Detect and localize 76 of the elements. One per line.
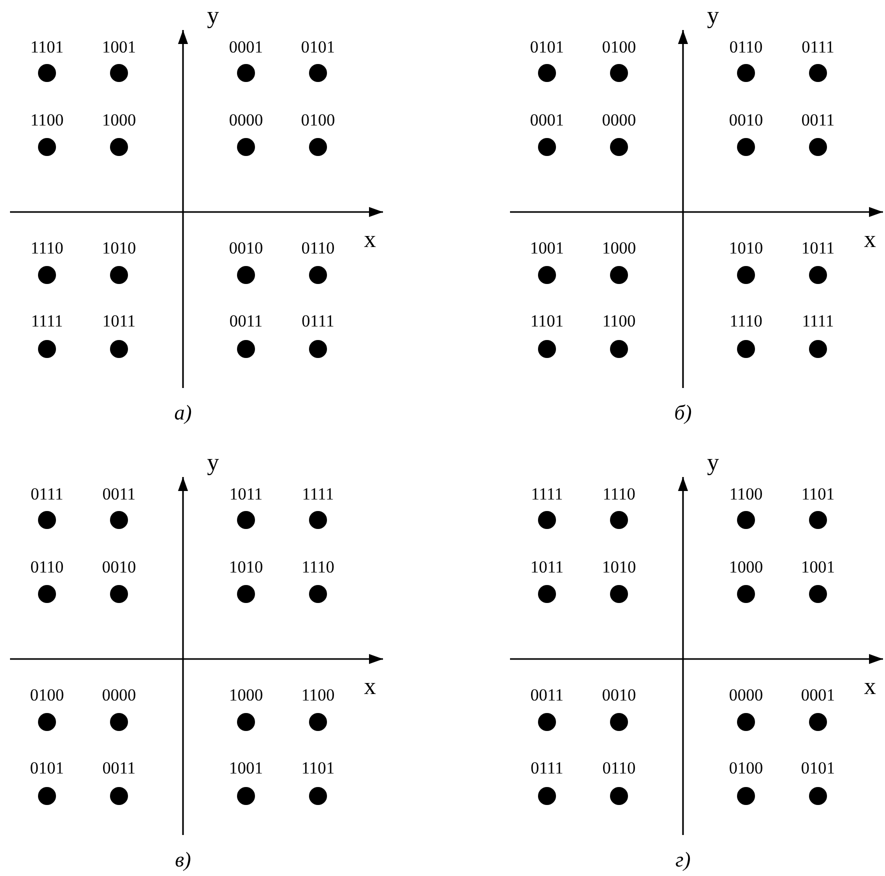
bit-code: 1110 <box>30 240 64 256</box>
panel-caption: б) <box>674 402 692 424</box>
bit-code: 0111 <box>802 38 834 56</box>
bit-code: 1011 <box>229 486 263 502</box>
panel-caption: г) <box>675 850 691 870</box>
bit-code: 0100 <box>602 38 636 56</box>
bit-code: 1001 <box>102 38 136 56</box>
bit-code: 1100 <box>602 312 636 330</box>
bit-code: 0010 <box>729 112 763 128</box>
bit-code: 1111 <box>30 312 64 330</box>
bit-code: 0011 <box>801 112 835 128</box>
bit-code: 1111 <box>302 486 334 502</box>
axis-label: y <box>207 4 219 28</box>
bit-code: 1011 <box>102 312 136 330</box>
bit-code: 1110 <box>602 486 636 502</box>
bit-code: 1011 <box>530 558 564 576</box>
bit-code: 0110 <box>30 558 64 576</box>
bit-code: 1100 <box>729 486 763 502</box>
axis-label: x <box>864 228 876 252</box>
bit-code: 0111 <box>30 486 64 502</box>
bit-code: 0101 <box>530 38 564 56</box>
bit-code: 1111 <box>530 486 564 502</box>
bit-code: 1001 <box>801 558 835 576</box>
bit-code: 1001 <box>229 760 263 776</box>
bit-code: 1011 <box>801 240 835 256</box>
bit-code: 1000 <box>729 558 763 576</box>
bit-code: 0100 <box>30 686 64 704</box>
bit-code: 0010 <box>602 686 636 704</box>
bit-code: 0011 <box>102 486 136 502</box>
bit-code: 1110 <box>730 312 762 330</box>
bit-code: 1010 <box>102 240 136 256</box>
bit-code: 1000 <box>602 240 636 256</box>
bit-code: 0100 <box>301 112 335 128</box>
bit-code: 0110 <box>301 240 335 256</box>
bit-code: 0111 <box>530 760 564 776</box>
bit-code: 1000 <box>229 686 263 704</box>
bit-code: 0101 <box>301 38 335 56</box>
panel-caption: в) <box>174 850 192 870</box>
bit-code: 1010 <box>729 240 763 256</box>
bit-code: 1000 <box>102 112 136 128</box>
bit-code: 0011 <box>102 760 136 776</box>
bit-code: 0000 <box>229 112 263 128</box>
bit-code: 0011 <box>229 312 263 330</box>
bit-code: 1010 <box>229 558 263 576</box>
bit-code: 1110 <box>302 558 334 576</box>
bit-code: 1101 <box>30 38 64 56</box>
axis-label: x <box>864 675 876 699</box>
bit-code: 0111 <box>302 312 334 330</box>
bit-code: 0000 <box>602 112 636 128</box>
bit-code: 0001 <box>801 686 835 704</box>
bit-code: 1100 <box>301 686 335 704</box>
bit-code: 0010 <box>229 240 263 256</box>
bit-code: 0100 <box>729 760 763 776</box>
bit-code: 1010 <box>602 558 636 576</box>
bit-code: 0110 <box>729 38 763 56</box>
bit-code: 1101 <box>530 312 564 330</box>
bit-code: 1111 <box>802 312 834 330</box>
bit-code: 0110 <box>602 760 636 776</box>
bit-code: 0000 <box>102 686 136 704</box>
bit-code: 0010 <box>102 558 136 576</box>
bit-code: 1101 <box>301 760 335 776</box>
bit-code: 1100 <box>30 112 64 128</box>
axis-label: y <box>207 451 219 475</box>
bit-code: 0000 <box>729 686 763 704</box>
axis-label: x <box>364 675 376 699</box>
bit-code: 0101 <box>30 760 64 776</box>
axis-label: x <box>364 228 376 252</box>
axis-label: y <box>707 4 719 28</box>
bit-code: 0011 <box>530 686 564 704</box>
bit-code: 1101 <box>801 486 835 502</box>
bit-code: 0001 <box>530 112 564 128</box>
bit-code: 0001 <box>229 38 263 56</box>
axis-label: y <box>707 451 719 475</box>
bit-code: 1001 <box>530 240 564 256</box>
bit-code: 0101 <box>801 760 835 776</box>
panel-caption: а) <box>174 402 192 424</box>
